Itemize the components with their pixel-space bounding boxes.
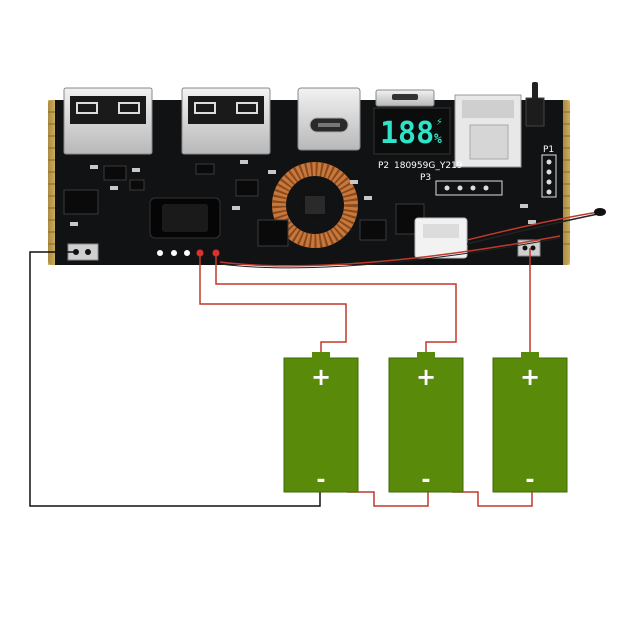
battery-1: + - bbox=[283, 352, 359, 493]
wires bbox=[29, 235, 561, 507]
label-p3: P3 bbox=[420, 173, 431, 183]
battery-2-plus-label: + bbox=[416, 363, 436, 391]
display-connector bbox=[454, 94, 522, 168]
power-bank-board: 188 ⚡ % P1 P2 180959G_Y219 P3 bbox=[48, 82, 606, 265]
power-inductor bbox=[149, 197, 221, 239]
header-p1 bbox=[541, 154, 557, 198]
battery-3: + - bbox=[492, 352, 568, 493]
usb-a-port-1 bbox=[63, 87, 153, 155]
ntc-connector bbox=[414, 217, 468, 259]
battery-3-minus-label: - bbox=[525, 468, 534, 493]
battery-1-plus-label: + bbox=[311, 363, 331, 391]
left-edge-pads bbox=[48, 100, 55, 265]
board-red-wire bbox=[219, 235, 561, 267]
thermistor-probe bbox=[466, 208, 606, 245]
negative-wire bbox=[29, 251, 321, 507]
right-edge-pads bbox=[563, 100, 570, 265]
battery-2-minus-label: - bbox=[421, 468, 430, 493]
link-wire-2-3 bbox=[452, 491, 533, 507]
smd-components bbox=[63, 163, 425, 247]
label-p1: P1 bbox=[543, 145, 554, 155]
positive-wire-battery-1 bbox=[199, 253, 347, 358]
usb-c-port bbox=[297, 87, 361, 151]
board-black-wire bbox=[219, 237, 561, 269]
smd-passives bbox=[70, 160, 536, 242]
display-flash-icon: ⚡ bbox=[436, 115, 443, 128]
link-wire-1-2 bbox=[347, 491, 429, 507]
label-p2: P2 bbox=[378, 161, 389, 171]
header-p3 bbox=[435, 180, 503, 196]
battery-percent-display: 188 ⚡ % bbox=[373, 107, 451, 155]
battery-1-minus-label: - bbox=[316, 468, 325, 493]
usb-a-port-2 bbox=[181, 87, 271, 155]
display-digits: 188 bbox=[380, 116, 434, 151]
battery-3-plus-label: + bbox=[520, 363, 540, 391]
battery-2: + - bbox=[388, 352, 464, 493]
display-percent-sign: % bbox=[434, 132, 442, 147]
label-p2-code: 180959G_Y219 bbox=[394, 161, 463, 171]
positive-wire-battery-2 bbox=[215, 253, 457, 358]
power-button bbox=[525, 82, 545, 127]
micro-usb-port bbox=[375, 89, 435, 107]
toroid-inductor bbox=[272, 162, 358, 248]
